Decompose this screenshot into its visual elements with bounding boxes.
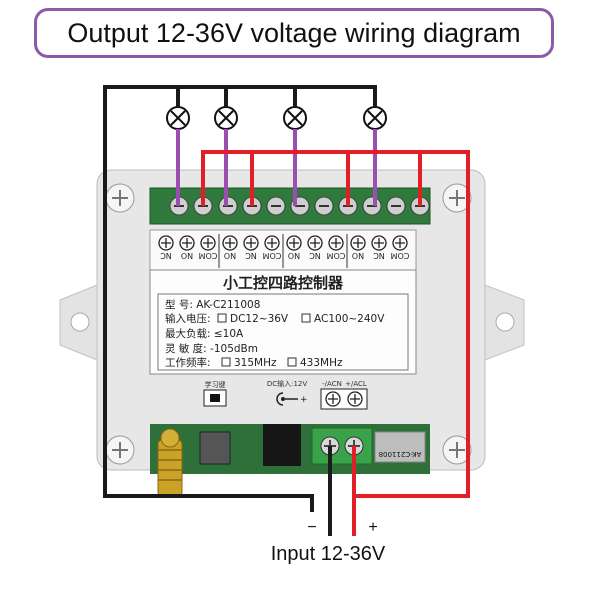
diagram-title: Output 12-36V voltage wiring diagram [34,8,554,58]
freq-315: 315MHz [234,357,277,369]
model-line: 型 号: AK-C211008 [165,298,260,311]
dc-option: DC12~36V [230,313,289,325]
terminal-icon [222,235,238,251]
freq-433: 433MHz [300,357,343,369]
dc-jack [263,424,301,466]
corner-screw-br [442,435,472,465]
terminal-icon [243,235,259,251]
terminal-label: NO [224,251,236,260]
corner-screw-tr [442,183,472,213]
terminal-icon [307,235,323,251]
terminal-label: NC [160,251,172,260]
sma-antenna-connector [157,428,183,497]
output-terminal-screw [386,196,406,216]
pcb-model-text: AK-C211008 [379,450,422,458]
learn-key-label: 学习键 [205,380,226,389]
terminal-label: NO [352,251,364,260]
frequency-label: 工作频率: [165,356,211,369]
input-voltage-caption: Input 12-36V [270,543,386,565]
freq-315-checkbox [221,357,231,367]
input-minus-label: − [307,519,316,536]
corner-screw-bl [105,435,135,465]
input-voltage-label: 输入电压: [165,312,211,325]
learn-key-icon [210,394,220,402]
wire-black-bus [103,85,377,460]
spec-label: 小工控四路控制器 型 号: AK-C211008 输入电压: DC12~36V … [149,269,417,375]
svg-text:+: + [300,395,308,405]
terminal-icon [264,235,280,251]
output-terminal-screw [314,196,334,216]
wire-black-return [103,460,314,512]
terminal-icon [371,235,387,251]
terminal-icon [179,235,195,251]
power-terminal-icon-1 [325,391,341,407]
mount-hole-left [70,312,90,332]
lamp-icon [214,106,238,130]
lamp-icon [166,106,190,130]
terminal-label: NC [373,251,385,260]
acn-label: -/ACN [322,380,342,388]
relay-terminal-strip: NC NO COM NO NC COM NO NC COM NO NC COM [149,229,417,271]
lamp-loads [166,106,387,130]
power-terminal-icon-2 [347,391,363,407]
freq-433-checkbox [287,357,297,367]
terminal-label: COM [327,251,346,260]
mount-hole-right [495,312,515,332]
corner-screw-tl [105,183,135,213]
learn-button [199,431,231,465]
terminal-icon [392,235,408,251]
max-load-line: 最大负载: ≤10A [165,327,244,340]
output-terminal-screw [362,196,382,216]
terminal-label: NC [245,251,257,260]
sensitivity-line: 灵 敏 度: -105dBm [165,342,258,355]
acl-label: +/ACL [345,380,367,388]
terminal-label: NO [288,251,300,260]
terminal-label: NO [181,251,193,260]
terminal-label: COM [391,251,410,260]
wire-red-bus [201,150,470,498]
terminal-icon [350,235,366,251]
terminal-icon [286,235,302,251]
terminal-label: COM [263,251,282,260]
output-terminal-screw [266,196,286,216]
terminal-icon [200,235,216,251]
bottom-panel-icons: 学习键 DC输入:12V + -/ACN +/ACL [203,379,368,410]
dc-checkbox [217,313,227,323]
ac-checkbox [301,313,311,323]
device-name: 小工控四路控制器 [223,274,344,292]
lamp-icon [283,106,307,130]
lamp-icon [363,106,387,130]
pcb-chip [374,431,426,463]
terminal-label: COM [199,251,218,260]
input-plus-label: + [368,519,377,536]
terminal-label: NC [309,251,321,260]
dc-jack-icon: + [276,392,308,406]
wires [103,85,470,536]
dc-input-label: DC输入:12V [267,379,308,388]
terminal-icon [158,235,174,251]
output-terminal-block [149,187,431,225]
pcb-area: AK-C211008 [150,424,430,497]
ac-option: AC100~240V [314,313,385,325]
terminal-icon [328,235,344,251]
